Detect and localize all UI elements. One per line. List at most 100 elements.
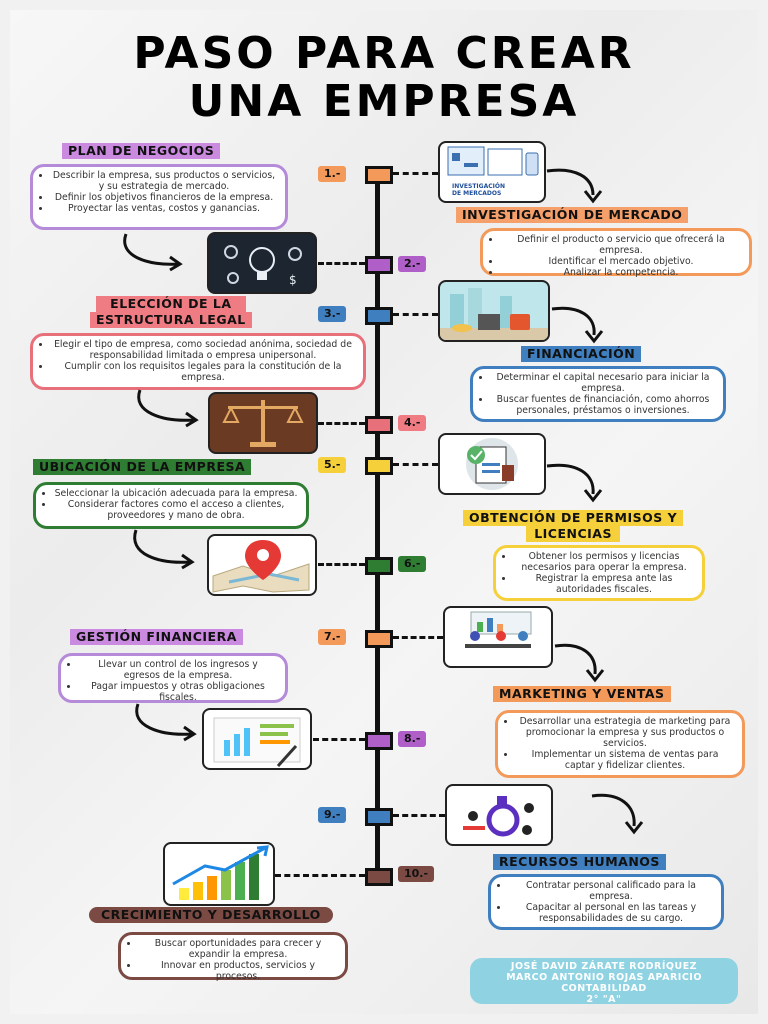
box-ubicacion: Seleccionar la ubicación adecuada para l… bbox=[33, 482, 309, 529]
curved-arrow-icon bbox=[135, 703, 197, 742]
step-tag-9: 9.- bbox=[318, 807, 347, 823]
svg-text:$: $ bbox=[289, 273, 297, 287]
title-line-2: UNA EMPRESA bbox=[188, 76, 580, 127]
curved-arrow-icon bbox=[554, 643, 605, 683]
curved-arrow-icon bbox=[591, 793, 644, 835]
heading-plan-de-negocios: PLAN DE NEGOCIOS bbox=[62, 143, 221, 159]
list-item: Implementar un sistema de ventas para ca… bbox=[516, 749, 734, 771]
credits-group: 2° "A" bbox=[586, 994, 622, 1005]
box-gestion-financiera: Llevar un control de los ingresos y egre… bbox=[58, 653, 288, 703]
box-crecimiento: Buscar oportunidades para crecer y expan… bbox=[118, 932, 348, 982]
timeline-node-2 bbox=[365, 256, 393, 274]
curved-arrow-icon bbox=[133, 529, 195, 570]
list-item: Identificar el mercado objetivo. bbox=[501, 256, 741, 267]
timeline-node-5 bbox=[365, 457, 393, 475]
step-tag-6: 6.- bbox=[398, 556, 427, 572]
curved-arrow-icon bbox=[137, 389, 199, 428]
list-item: Buscar fuentes de financiación, como aho… bbox=[491, 394, 715, 416]
heading-line: LICENCIAS bbox=[526, 526, 620, 542]
credits-author-2: MARCO ANTONIO ROJAS APARICIO bbox=[506, 972, 702, 983]
timeline-node-1 bbox=[365, 166, 393, 184]
list-item: Considerar factores como el acceso a cli… bbox=[54, 499, 298, 521]
list-item: Capacitar al personal en las tareas y re… bbox=[509, 902, 713, 924]
box-plan-de-negocios: Describir la empresa, sus productos o se… bbox=[30, 164, 288, 230]
list-item: Obtener los permisos y licencias necesar… bbox=[514, 551, 694, 573]
list-item: Desarrollar una estrategia de marketing … bbox=[516, 716, 734, 749]
timeline-node-4 bbox=[365, 416, 393, 434]
growth-chart-icon bbox=[163, 842, 275, 906]
financial-charts-icon bbox=[202, 708, 312, 770]
box-recursos-humanos: Contratar personal calificado para la em… bbox=[488, 874, 724, 930]
step-tag-2: 2.- bbox=[398, 256, 427, 272]
list-item: Describir la empresa, sus productos o se… bbox=[51, 170, 277, 192]
heading-crecimiento: CRECIMIENTO Y DESARROLLO bbox=[89, 907, 333, 923]
list-item: Registrar la empresa ante las autoridade… bbox=[514, 573, 694, 595]
list-item: Buscar oportunidades para crecer y expan… bbox=[139, 938, 337, 960]
heading-ubicacion: UBICACIÓN DE LA EMPRESA bbox=[33, 459, 252, 475]
connector-7 bbox=[393, 636, 443, 639]
poster-title: PASO PARA CREAR UNA EMPRESA bbox=[0, 30, 768, 126]
heading-marketing-ventas: MARKETING Y VENTAS bbox=[493, 686, 671, 702]
market-research-image: INVESTIGACIÓN DE MERCADOS bbox=[438, 141, 546, 203]
timeline-node-7 bbox=[365, 630, 393, 648]
list-item: Seleccionar la ubicación adecuada para l… bbox=[54, 488, 298, 499]
timeline-spine bbox=[375, 170, 380, 878]
list-item: Llevar un control de los ingresos y egre… bbox=[79, 659, 277, 681]
step-tag-4: 4.- bbox=[398, 415, 427, 431]
step-tag-7: 7.- bbox=[318, 629, 347, 645]
timeline-node-8 bbox=[365, 732, 393, 750]
step-tag-5: 5.- bbox=[318, 457, 347, 473]
connector-4 bbox=[318, 422, 365, 425]
credits-author-1: JOSÉ DAVID ZÁRATE RODRÍQUEZ bbox=[510, 961, 698, 972]
curved-arrow-icon bbox=[123, 233, 183, 272]
heading-financiacion: FINANCIACIÓN bbox=[521, 346, 642, 362]
heading-line: OBTENCIÓN DE PERMISOS Y bbox=[463, 510, 684, 526]
map-pin-icon bbox=[207, 534, 317, 596]
heading-investigacion-de-mercado: INVESTIGACIÓN DE MERCADO bbox=[456, 207, 689, 223]
curved-arrow-icon bbox=[546, 168, 603, 204]
title-line-1: PASO PARA CREAR bbox=[133, 28, 635, 79]
list-item: Definir el producto o servicio que ofrec… bbox=[501, 234, 741, 256]
heading-gestion-financiera: GESTIÓN FINANCIERA bbox=[70, 629, 243, 645]
marketing-team-image bbox=[443, 606, 553, 668]
list-item: Elegir el tipo de empresa, como sociedad… bbox=[51, 339, 355, 361]
credits-box: JOSÉ DAVID ZÁRATE RODRÍQUEZ MARCO ANTONI… bbox=[470, 958, 738, 1005]
list-item: Pagar impuestos y otras obligaciones fis… bbox=[79, 681, 277, 703]
heading-line: ESTRUCTURA LEGAL bbox=[90, 312, 252, 328]
connector-2 bbox=[318, 262, 365, 265]
box-financiacion: Determinar el capital necesario para ini… bbox=[470, 366, 726, 422]
box-estructura-legal: Elegir el tipo de empresa, como sociedad… bbox=[30, 333, 366, 390]
list-item: Definir los objetivos financieros de la … bbox=[51, 192, 277, 203]
step-tag-8: 8.- bbox=[398, 731, 427, 747]
connector-8 bbox=[313, 738, 365, 741]
connector-5 bbox=[393, 463, 438, 466]
curved-arrow-icon bbox=[551, 306, 604, 344]
heading-permisos-licencias: OBTENCIÓN DE PERMISOS Y LICENCIAS bbox=[463, 510, 684, 542]
connector-6 bbox=[318, 563, 365, 566]
box-permisos-licencias: Obtener los permisos y licencias necesar… bbox=[493, 545, 705, 601]
heading-estructura-legal: ELECCIÓN DE LA ESTRUCTURA LEGAL bbox=[90, 296, 252, 328]
scales-of-justice-icon bbox=[208, 392, 318, 454]
human-resources-image bbox=[445, 784, 553, 846]
market-research-image-label: INVESTIGACIÓN DE MERCADOS bbox=[452, 183, 505, 197]
timeline-node-9 bbox=[365, 808, 393, 826]
list-item: Analizar la competencia. bbox=[501, 267, 741, 278]
list-item: Determinar el capital necesario para ini… bbox=[491, 372, 715, 394]
step-tag-1: 1.- bbox=[318, 166, 347, 182]
connector-10 bbox=[275, 874, 365, 877]
box-marketing-ventas: Desarrollar una estrategia de marketing … bbox=[495, 710, 745, 778]
connector-1 bbox=[393, 172, 438, 175]
connector-9 bbox=[393, 814, 445, 817]
step-tag-10: 10.- bbox=[398, 866, 435, 882]
timeline-node-6 bbox=[365, 557, 393, 575]
timeline-node-3 bbox=[365, 307, 393, 325]
list-item: Contratar personal calificado para la em… bbox=[509, 880, 713, 902]
lightbulb-gears-icon: $ bbox=[207, 232, 317, 294]
finance-image bbox=[438, 280, 550, 342]
heading-recursos-humanos: RECURSOS HUMANOS bbox=[493, 854, 666, 870]
connector-3 bbox=[393, 313, 438, 316]
timeline-node-10 bbox=[365, 868, 393, 886]
list-item: Cumplir con los requisitos legales para … bbox=[51, 361, 355, 383]
curved-arrow-icon bbox=[546, 463, 603, 503]
step-tag-3: 3.- bbox=[318, 306, 347, 322]
